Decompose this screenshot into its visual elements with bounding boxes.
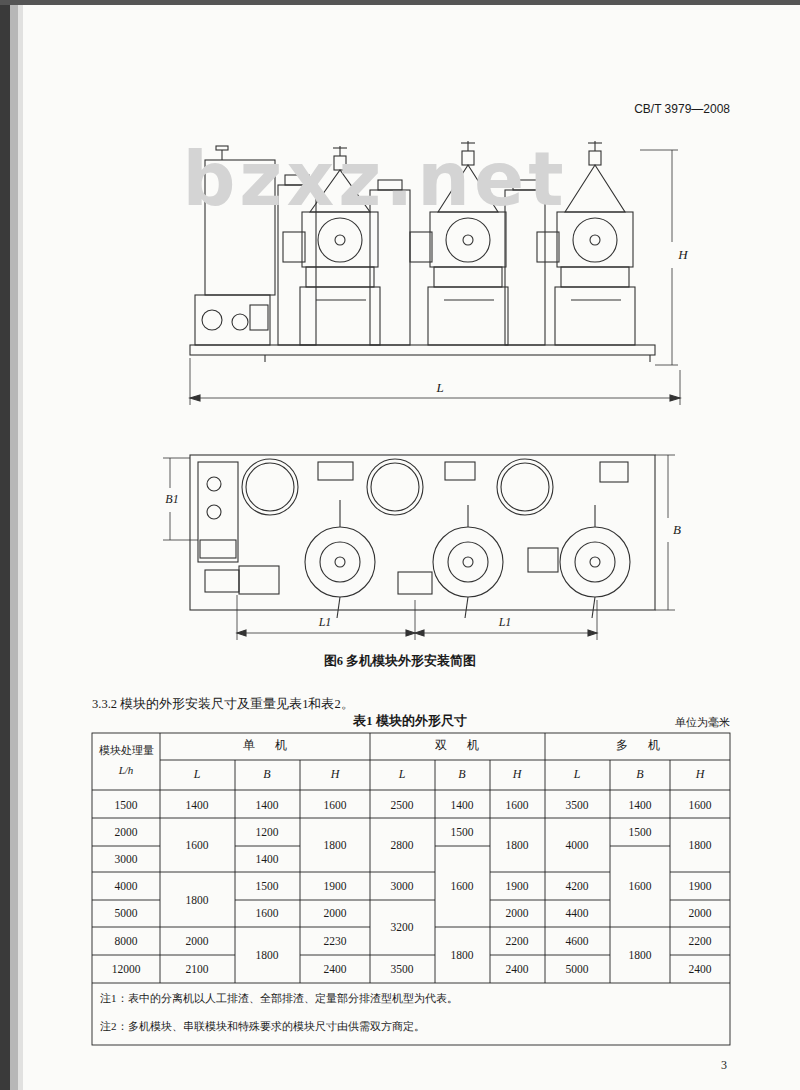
table-title: 表1 模块的外形尺寸 xyxy=(353,715,466,729)
table-cell: 2000 xyxy=(186,935,209,948)
table-cell: 1600 xyxy=(256,907,279,920)
table-cell: 1500 xyxy=(629,826,652,839)
table-cell: 5000 xyxy=(566,963,589,976)
table-header: 模块处理量 xyxy=(99,744,154,756)
dimension-letter: L1 xyxy=(499,616,512,629)
table-cell: 1600 xyxy=(451,880,474,893)
dimension-letter: B xyxy=(673,523,681,537)
table-cell: 1400 xyxy=(629,799,652,812)
page-number: 3 xyxy=(721,1059,727,1072)
table-cell: 1600 xyxy=(186,839,209,852)
table-header: L/h xyxy=(119,764,134,776)
table-cell: 2400 xyxy=(506,963,529,976)
table-cell: 1800 xyxy=(256,949,279,962)
table-cell: 1400 xyxy=(451,799,474,812)
dimension-letter: L1 xyxy=(319,616,332,629)
table-cell: 1900 xyxy=(324,880,347,893)
table-cell: 2800 xyxy=(391,839,414,852)
table-cell: 1400 xyxy=(186,799,209,812)
table-header: B xyxy=(636,768,643,781)
standard-number: CB/T 3979—2008 xyxy=(634,103,730,116)
table-cell: 1800 xyxy=(506,839,529,852)
table-note: 注2：多机模块、串联模块和特殊要求的模块尺寸由供需双方商定。 xyxy=(100,1020,425,1032)
table-cell: 1900 xyxy=(506,880,529,893)
table-cell: 3500 xyxy=(391,963,414,976)
table-header: 双机 xyxy=(416,739,498,752)
table-cell: 5000 xyxy=(115,907,138,920)
section-text: 3.3.2 模块的外形安装尺寸及重量见表1和表2。 xyxy=(92,698,354,712)
table-cell: 4600 xyxy=(566,935,589,948)
table-cell: 2400 xyxy=(689,963,712,976)
table-cell: 1500 xyxy=(256,880,279,893)
watermark: bzxz.net xyxy=(182,139,567,220)
table-cell: 1400 xyxy=(256,853,279,866)
table-cell: 1800 xyxy=(629,949,652,962)
table-header: B xyxy=(458,768,465,781)
table-cell: 3200 xyxy=(391,921,414,934)
table-cell: 3000 xyxy=(391,880,414,893)
table-cell: 3500 xyxy=(566,799,589,812)
table-cell: 2200 xyxy=(689,935,712,948)
table-cell: 2230 xyxy=(324,935,347,948)
table-cell: 1600 xyxy=(689,799,712,812)
table-header: H xyxy=(331,768,340,781)
table-cell: 2500 xyxy=(391,799,414,812)
unit-note: 单位为毫米 xyxy=(675,716,730,728)
table-cell: 1600 xyxy=(629,880,652,893)
table-cell: 1800 xyxy=(451,949,474,962)
table-cell: 2000 xyxy=(506,907,529,920)
table-header: L xyxy=(574,768,581,781)
table-header: B xyxy=(263,768,270,781)
table-cell: 4000 xyxy=(115,880,138,893)
table-header: L xyxy=(194,768,201,781)
table-cell: 4400 xyxy=(566,907,589,920)
table-cell: 2400 xyxy=(324,963,347,976)
table-cell: 1800 xyxy=(689,839,712,852)
table-cell: 4000 xyxy=(566,839,589,852)
table-cell: 3000 xyxy=(115,853,138,866)
table-cell: 2100 xyxy=(186,963,209,976)
figure-caption: 图6 多机模块外形安装简图 xyxy=(324,655,476,669)
table-cell: 1500 xyxy=(451,826,474,839)
dimension-letter: H xyxy=(678,248,687,262)
table-note: 注1：表中的分离机以人工排渣、全部排渣、定量部分排渣型机型为代表。 xyxy=(100,992,458,1004)
table-cell: 1400 xyxy=(256,799,279,812)
dimension-letter: B1 xyxy=(165,493,178,506)
table-cell: 1200 xyxy=(256,826,279,839)
table-cell: 2200 xyxy=(506,935,529,948)
table-header: 多机 xyxy=(597,739,679,752)
table-cell: 1500 xyxy=(115,799,138,812)
table-cell: 1600 xyxy=(506,799,529,812)
table-header: L xyxy=(399,768,406,781)
table-cell: 8000 xyxy=(115,935,138,948)
table-cell: 2000 xyxy=(115,826,138,839)
table-header: 单机 xyxy=(224,739,306,752)
table-cell: 4200 xyxy=(566,880,589,893)
table-cell: 1900 xyxy=(689,880,712,893)
table-cell: 2000 xyxy=(324,907,347,920)
table-cell: 1800 xyxy=(186,894,209,907)
table-header: H xyxy=(696,768,705,781)
table-cell: 12000 xyxy=(112,963,141,976)
table-header: H xyxy=(513,768,522,781)
table-cell: 1600 xyxy=(324,799,347,812)
dimension-letter: L xyxy=(436,381,443,395)
table-cell: 1800 xyxy=(324,839,347,852)
table-cell: 2000 xyxy=(689,907,712,920)
